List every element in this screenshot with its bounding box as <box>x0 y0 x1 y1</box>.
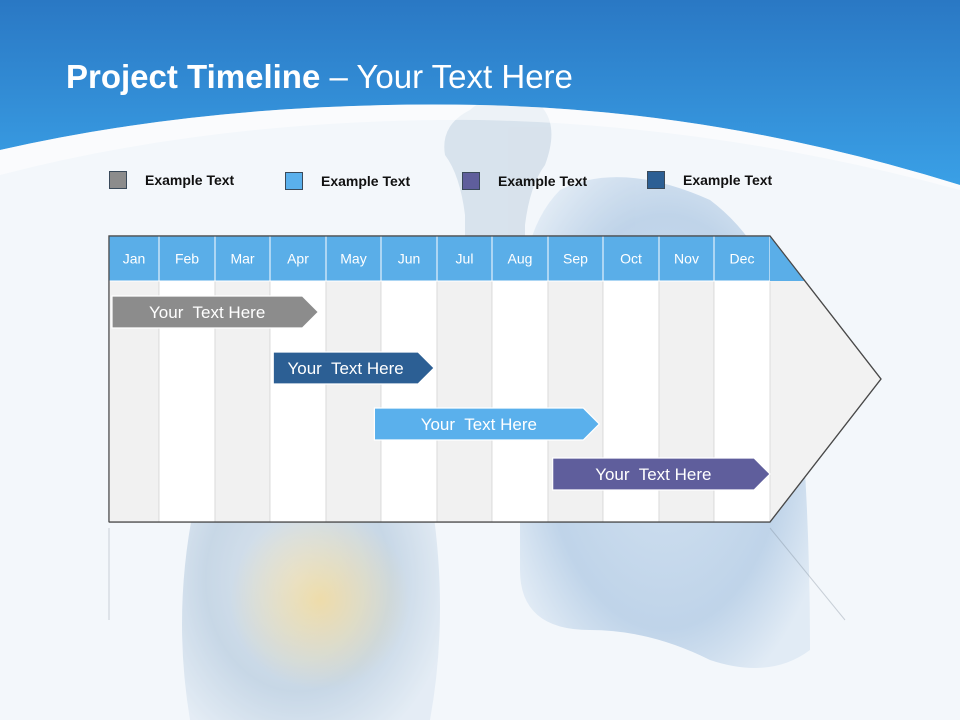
task-bar-label: Your Text Here <box>287 359 403 378</box>
task-bar-shape <box>111 295 320 329</box>
task-bar-label: Your Text Here <box>595 465 711 484</box>
month-header-cell <box>491 235 549 282</box>
task-bar-shape <box>373 407 601 441</box>
month-header-cell <box>158 235 216 282</box>
legend-item-dark-blue: Example Text <box>647 171 772 189</box>
slide-title: Project Timeline – Your Text Here <box>66 58 573 96</box>
month-header-cell <box>380 235 438 282</box>
month-header-cell <box>658 235 715 282</box>
title-bold: Project Timeline <box>66 58 321 95</box>
month-column <box>436 280 493 523</box>
task-bar-label: Your Text Here <box>149 303 265 322</box>
month-label: Dec <box>730 251 755 267</box>
task-bar: Your Text Here <box>552 457 771 491</box>
timeline-reflection <box>108 527 846 621</box>
legend-swatch-purple <box>462 172 480 190</box>
month-column <box>325 280 382 523</box>
month-label: Sep <box>563 251 588 267</box>
month-header-cell <box>436 235 493 282</box>
task-bar-label: Your Text Here <box>421 415 537 434</box>
task-bar-shape <box>272 351 435 385</box>
legend-item-gray: Example Text <box>109 171 234 189</box>
month-label: Jan <box>123 251 146 267</box>
task-bar: Your Text Here <box>373 407 601 441</box>
legend-label: Example Text <box>683 172 773 188</box>
month-label: Mar <box>230 251 254 267</box>
legend-label: Example Text <box>321 173 411 189</box>
month-header-cell <box>214 235 271 282</box>
month-column <box>380 280 438 523</box>
month-column <box>491 280 549 523</box>
month-label: Aug <box>508 251 533 267</box>
legend-swatch-dark-blue <box>647 171 665 189</box>
month-label: Oct <box>620 251 642 267</box>
legend-swatch-gray <box>109 171 127 189</box>
month-label: May <box>340 251 366 267</box>
month-header-cell <box>325 235 382 282</box>
month-label: Jun <box>398 251 421 267</box>
title-rest: – Your Text Here <box>320 58 573 95</box>
legend-item-light-blue: Example Text <box>285 172 410 190</box>
legend-swatch-light-blue <box>285 172 303 190</box>
task-bar: Your Text Here <box>272 351 435 385</box>
task-bar: Your Text Here <box>111 295 320 329</box>
legend-item-purple: Example Text <box>462 172 587 190</box>
month-label: Nov <box>674 251 699 267</box>
legend-label: Example Text <box>498 173 588 189</box>
month-label: Jul <box>456 251 474 267</box>
timeline-outline <box>108 235 882 523</box>
task-bar-shape <box>552 457 771 491</box>
month-label: Feb <box>175 251 199 267</box>
month-label: Apr <box>287 251 309 267</box>
legend-label: Example Text <box>145 172 235 188</box>
